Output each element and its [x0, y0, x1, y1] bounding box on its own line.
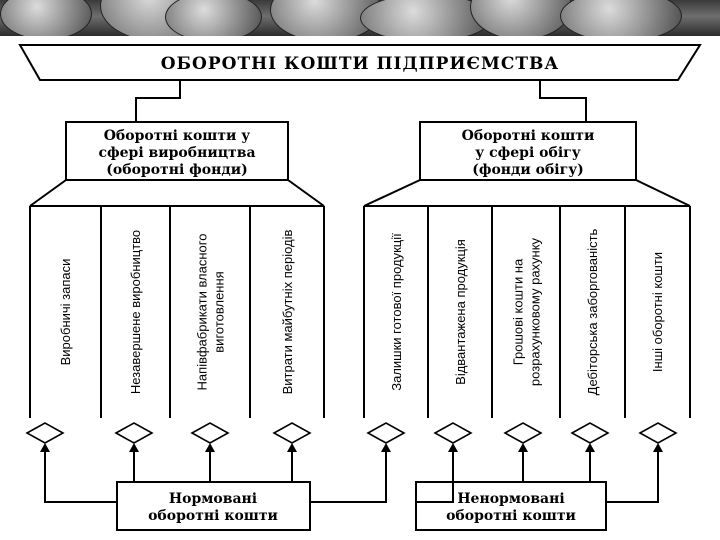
diamond-connector — [638, 422, 678, 444]
column-label: Напівфабрикати власного — [195, 234, 210, 391]
arrowhead — [205, 443, 215, 452]
normed-line: оборотні кошти — [148, 508, 278, 524]
column-label: Відвантажена продукція — [453, 239, 468, 385]
diamond-connector — [503, 422, 543, 444]
right-group-box — [419, 121, 637, 181]
column-label: Інші оборотні кошти — [650, 252, 665, 372]
column-label: Залишки готової продукції — [389, 233, 404, 391]
column-label: Виробничі запаси — [58, 259, 73, 366]
diamond-connector — [25, 422, 65, 444]
arrowhead — [448, 443, 458, 452]
arrowhead — [381, 443, 391, 452]
arrowhead — [129, 443, 139, 452]
right-group-line: у сфері обігу — [475, 145, 580, 161]
left-group-line: (оборотні фонди) — [106, 162, 247, 178]
arrowhead — [40, 443, 50, 452]
non-normed-line: оборотні кошти — [446, 508, 576, 524]
column-label: Грошові кошти на — [511, 258, 526, 365]
diamond-connector — [190, 422, 230, 444]
column-label: Дебіторська заборгованість — [585, 228, 600, 395]
column-label: виготовлення — [212, 271, 227, 352]
left-group-line: сфері виробництва — [98, 145, 255, 161]
arrowhead — [585, 443, 595, 452]
right-group-line: (фонди обігу) — [472, 162, 584, 178]
title-box-shape — [18, 44, 702, 81]
non-normed-line: Ненормовані — [457, 491, 564, 507]
column-label: розрахунковому рахунку — [528, 237, 543, 386]
coin-image — [560, 0, 682, 36]
diamond-connector — [114, 422, 154, 444]
diagram-title: ОБОРОТНІ КОШТИ ПІДПРИЄМСТВА — [161, 54, 560, 74]
column-label: Незавершене виробництво — [128, 230, 143, 394]
diamond-connector — [433, 422, 473, 444]
normed-line: Нормовані — [169, 491, 257, 507]
diamond-connector — [272, 422, 312, 444]
coin-image — [0, 0, 92, 36]
arrowhead — [653, 443, 663, 452]
left-group-line: Оборотні кошти у — [104, 128, 251, 144]
left-group-box — [65, 121, 289, 181]
coin-image — [470, 0, 572, 36]
arrowhead — [518, 443, 528, 452]
non-normed-box — [415, 481, 607, 531]
arrowhead — [287, 443, 297, 452]
header-banner — [0, 0, 720, 36]
right-group-line: Оборотні кошти — [462, 128, 595, 144]
diamond-connector — [570, 422, 610, 444]
diamond-connector — [366, 422, 406, 444]
normed-box — [116, 481, 311, 531]
column-label: Витрати майбутніх періодів — [280, 229, 295, 394]
coin-image — [165, 0, 262, 36]
